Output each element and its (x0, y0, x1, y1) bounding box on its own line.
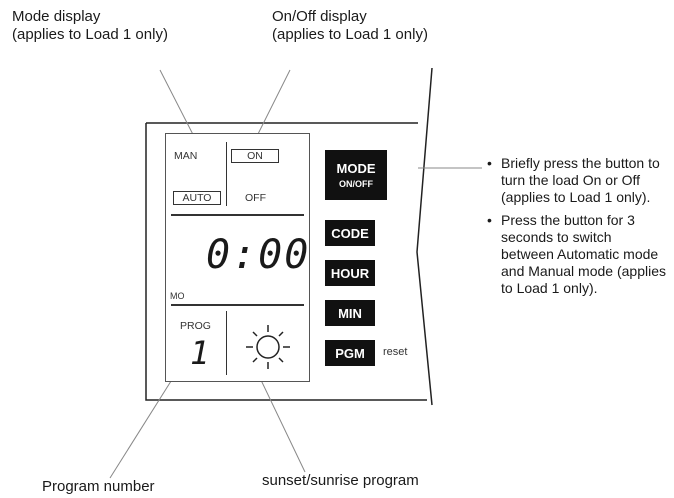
mode-display-title: Mode display (12, 8, 101, 25)
lcd-display: MAN ON AUTO OFF 0:00 MO PROG 1 (165, 133, 310, 382)
lcd-divider-bottom (171, 304, 304, 306)
mode-display-callout: Mode display (applies to Load 1 only) (12, 8, 168, 44)
lcd-time-display: 0:00 (206, 232, 311, 278)
min-button[interactable]: MIN (325, 300, 375, 326)
device-outline-left (145, 123, 427, 401)
lcd-auto-indicator: AUTO (173, 191, 221, 205)
onoff-button-sublabel: ON/OFF (339, 179, 373, 189)
mode-button-notes: Briefly press the button to turn the loa… (487, 155, 667, 303)
note-item: Press the button for 3 seconds to switch… (487, 212, 667, 297)
onoff-display-title: On/Off display (272, 8, 367, 25)
lcd-program-number: 1 (190, 334, 210, 372)
lcd-divider-top (171, 214, 304, 216)
leader-sunset-program (259, 377, 306, 473)
reset-label: reset (383, 346, 408, 358)
lcd-divider-vertical-bottom (226, 311, 227, 375)
lcd-on-indicator: ON (231, 149, 279, 163)
lcd-off-label: OFF (245, 192, 266, 204)
lcd-man-label: MAN (174, 150, 198, 162)
hour-button[interactable]: HOUR (325, 260, 375, 286)
note-item: Briefly press the button to turn the loa… (487, 155, 667, 206)
onoff-display-callout: On/Off display (applies to Load 1 only) (272, 8, 428, 44)
lcd-divider-vertical-top (226, 142, 227, 206)
mode-button-label: MODE (336, 161, 376, 176)
device-outline (416, 67, 433, 406)
program-number-callout: Program number (42, 478, 155, 495)
mode-onoff-button[interactable]: MODE ON/OFF (325, 150, 387, 200)
leader-program-number (109, 369, 179, 479)
sunset-program-callout: sunset/sunrise program (262, 472, 419, 489)
mode-display-note: (applies to Load 1 only) (12, 26, 168, 43)
pgm-button[interactable]: PGM (325, 340, 375, 366)
onoff-display-note: (applies to Load 1 only) (272, 26, 428, 43)
sun-icon (246, 325, 290, 369)
code-button[interactable]: CODE (325, 220, 375, 246)
lcd-day-label: MO (170, 291, 185, 301)
lcd-prog-label: PROG (180, 320, 211, 332)
